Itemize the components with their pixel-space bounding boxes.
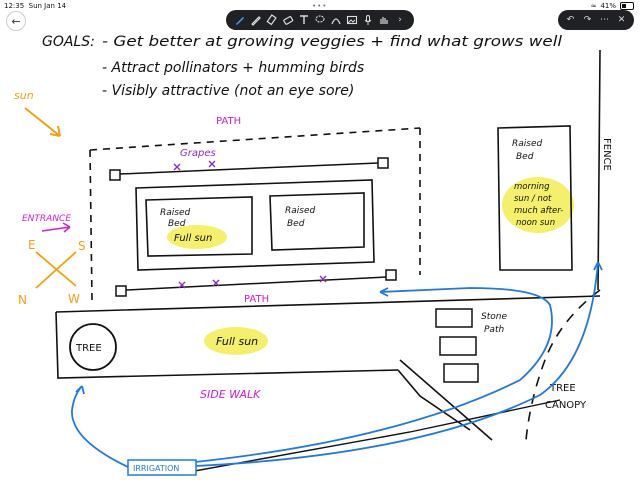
grape-marker-1 — [173, 163, 181, 171]
bed-enclosure — [135, 179, 375, 271]
shapes-tool[interactable] — [329, 13, 343, 27]
fence-label: FENCE — [601, 138, 612, 171]
highlight-full-sun-front — [204, 327, 268, 355]
morning-sun-line-3: much after- — [514, 206, 563, 216]
front-strip — [55, 295, 601, 431]
stone-path-label-2: Path — [484, 325, 504, 335]
path-bottom-label: PATH — [244, 294, 269, 305]
raised-bed-1-label-b: Bed — [168, 219, 186, 229]
tree-circle — [69, 323, 117, 371]
grape-post-right — [377, 157, 389, 169]
irrigation-line-to-path — [194, 287, 553, 463]
bottom-trellis-line — [125, 276, 387, 291]
highlight-morning-sun — [502, 177, 574, 233]
compass-n: N — [18, 293, 27, 307]
battery-icon — [620, 2, 634, 10]
sidewalk-edge — [399, 359, 493, 441]
tree-canopy-arc — [525, 289, 601, 441]
goal-1-text: - Get better at growing veggies + find w… — [102, 34, 562, 50]
irrigation-line-to-fence — [194, 261, 603, 467]
stone-1 — [435, 308, 473, 328]
undo-icon[interactable]: ↶ — [566, 15, 575, 25]
text-tool[interactable] — [297, 13, 311, 27]
irrigation-line-to-tree — [71, 385, 131, 469]
raised-bed-3-label-b: Bed — [516, 152, 534, 162]
raised-bed-2-label-a: Raised — [285, 206, 315, 216]
full-sun-bed-label: Full sun — [174, 233, 212, 244]
chevron-right-icon[interactable]: › — [398, 15, 402, 25]
highlight-full-sun-bed — [167, 225, 227, 249]
bottom-marker-3 — [319, 275, 327, 283]
raised-bed-2 — [269, 192, 365, 251]
status-right: ≈ 41% — [591, 2, 634, 10]
wifi-icon: ≈ — [590, 2, 597, 10]
ground-line — [177, 399, 561, 475]
tree-canopy-label-1: TREE — [549, 383, 576, 394]
stone-path-label-1: Stone — [481, 312, 507, 322]
post-bottom-right — [385, 269, 397, 281]
goals-label: GOALS: — [42, 34, 95, 50]
raised-bed-2-label-b: Bed — [287, 219, 305, 229]
raised-bed-1 — [145, 196, 253, 257]
close-icon[interactable]: ✕ — [617, 15, 626, 25]
more-icon[interactable]: ⋯ — [600, 15, 609, 25]
raised-bed-3-label-a: Raised — [512, 139, 542, 149]
stone-2 — [439, 336, 477, 356]
eraser-tool[interactable] — [281, 13, 295, 27]
entrance-label: ENTRANCE — [22, 214, 71, 224]
arrow-left-icon: ← — [11, 14, 21, 28]
garden-boundary-dashed — [89, 127, 421, 301]
raised-bed-3 — [497, 125, 573, 271]
grapes-label: Grapes — [180, 148, 216, 159]
compass-e: E — [28, 238, 36, 252]
grape-marker-2 — [208, 160, 216, 168]
full-sun-front-label: Full sun — [216, 335, 258, 348]
status-bar: 12:35 Sun Jan 14 ≈ 41% — [0, 0, 640, 12]
raised-bed-1-label-a: Raised — [160, 208, 190, 218]
multitasking-dots-icon[interactable]: ••• — [312, 2, 328, 10]
goal-3-text: - Visibly attractive (not an eye sore) — [102, 83, 354, 99]
highlighter-tool[interactable] — [265, 13, 279, 27]
image-tool[interactable] — [345, 13, 359, 27]
fence-line — [597, 49, 601, 291]
mic-tool[interactable] — [361, 13, 375, 27]
compass-w: W — [68, 292, 80, 306]
grape-trellis-line — [119, 162, 379, 175]
tree-label: TREE — [75, 343, 102, 354]
irrigation-box — [127, 459, 197, 476]
sidewalk-label: SIDE WALK — [200, 388, 261, 401]
compass-s: S — [78, 239, 86, 253]
pen-tool[interactable] — [233, 13, 247, 27]
sun-arrow — [24, 107, 61, 137]
compass-cross — [35, 251, 77, 289]
morning-sun-line-4: noon sun — [516, 218, 555, 228]
grape-post-left — [109, 169, 121, 181]
bottom-marker-2 — [212, 279, 220, 287]
morning-sun-line-1: morning — [514, 182, 550, 192]
right-toolbar: ↶ ↷ ⋯ ✕ — [558, 10, 634, 30]
path-top-label: PATH — [216, 116, 241, 127]
pencil-tool[interactable] — [249, 13, 263, 27]
morning-sun-line-2: sun / not — [514, 194, 552, 204]
irrigation-label: IRRIGATION — [133, 464, 179, 473]
gesture-tool[interactable] — [377, 13, 391, 27]
status-time: 12:35 Sun Jan 14 — [4, 2, 67, 10]
bottom-marker-1 — [178, 281, 186, 289]
tree-canopy-label-2: CANOPY — [545, 400, 587, 411]
sun-label: sun — [14, 89, 34, 102]
post-bottom-left — [115, 285, 127, 297]
redo-icon[interactable]: ↷ — [583, 15, 592, 25]
stone-3 — [443, 363, 479, 383]
battery-percent: 41% — [600, 2, 616, 10]
goal-2-text: - Attract pollinators + humming birds — [102, 60, 364, 76]
back-button[interactable]: ← — [6, 11, 26, 31]
lasso-tool[interactable] — [313, 13, 327, 27]
entrance-arrow — [41, 222, 71, 233]
drawing-toolbar: › — [226, 10, 414, 30]
